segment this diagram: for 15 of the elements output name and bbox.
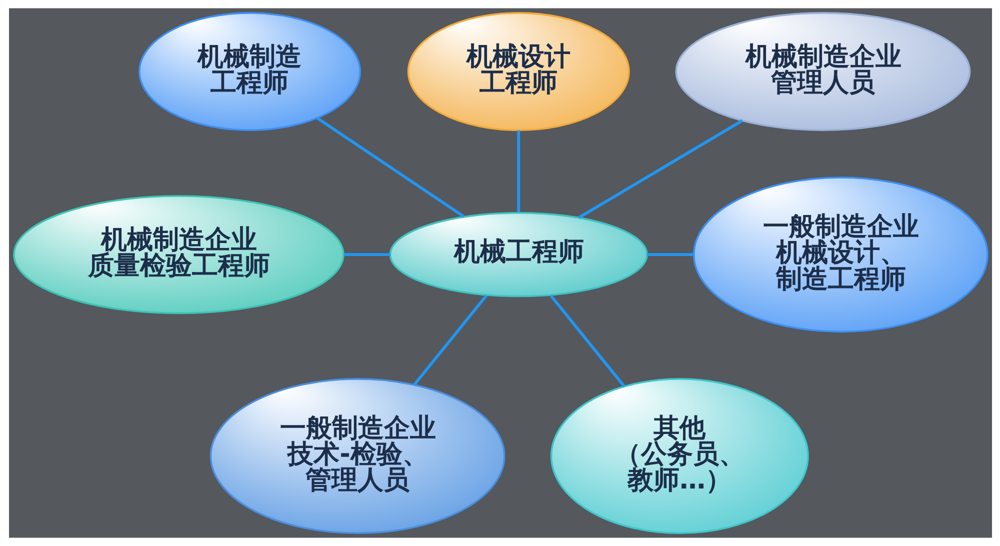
connector [646,253,694,256]
node-ellipse: 一般制造企业机械设计、制造工程师 [692,176,988,333]
node-ellipse: 其他（公务员、教师…） [550,378,808,534]
node-ellipse: 机械制造企业管理人员 [674,12,970,132]
node-ellipse: 机械设计工程师 [406,12,630,132]
connector [344,253,390,256]
connector [316,116,464,218]
node-ellipse: 一般制造企业技术-检验、管理人员 [209,378,505,534]
connector [516,130,520,212]
node-ellipse: 机械工程师 [388,212,648,298]
connector [549,294,625,388]
connector [578,119,742,219]
node-ellipse: 机械制造企业质量检验工程师 [12,195,344,314]
connector [412,294,488,386]
node-ellipse: 机械制造工程师 [138,12,360,132]
